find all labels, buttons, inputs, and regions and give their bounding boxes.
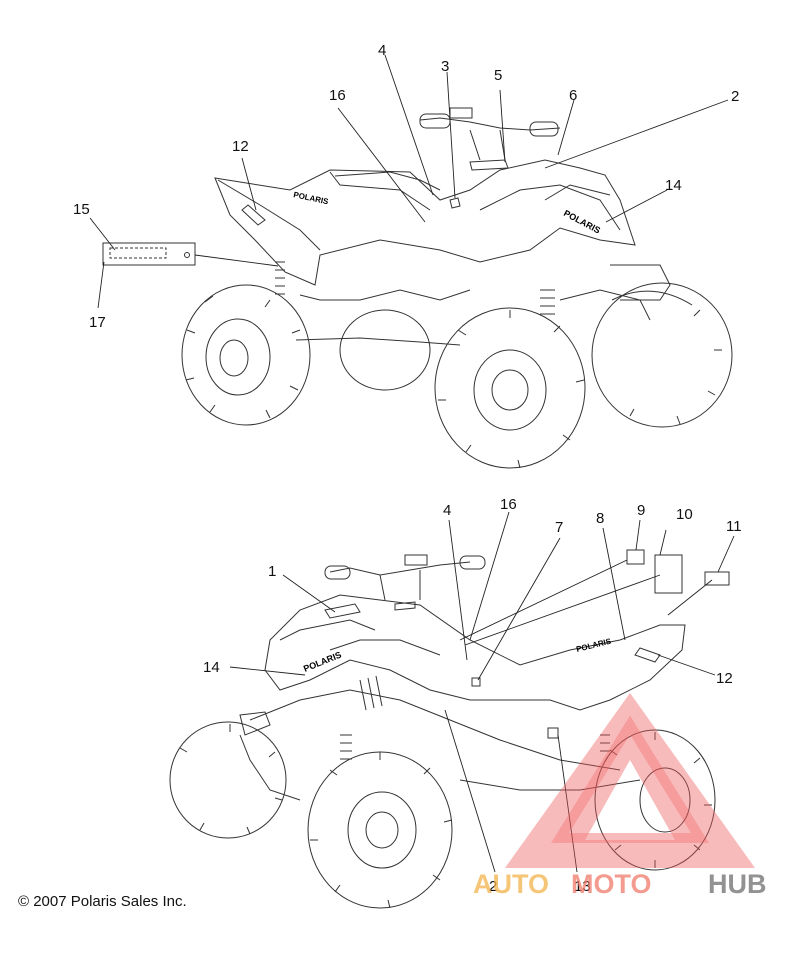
callout-4-bottom: 4 <box>443 502 451 519</box>
callout-5: 5 <box>494 67 502 84</box>
callout-4-top: 4 <box>378 42 386 59</box>
callout-11: 11 <box>726 518 742 535</box>
callout-17: 17 <box>89 314 106 331</box>
atv-top-view: POLARIS POLARIS <box>181 107 733 469</box>
callouts-top: 4 3 5 6 2 16 12 14 15 17 <box>73 42 739 331</box>
callout-13: 13 <box>574 878 591 895</box>
front-right-wheel <box>591 282 733 428</box>
bottom-front-right-wheel <box>169 721 287 839</box>
callout-16-top: 16 <box>329 87 346 104</box>
polaris-decal-bottom-front: POLARIS <box>302 650 343 674</box>
callout-2-bottom: 2 <box>489 878 497 895</box>
callout-14-top: 14 <box>665 177 682 194</box>
callout-1: 1 <box>268 563 276 580</box>
atv-bottom-body <box>239 554 686 801</box>
atv-top-body <box>214 107 671 346</box>
callout-7: 7 <box>555 519 563 536</box>
polaris-decal-rear: POLARIS <box>293 190 330 206</box>
decal-11 <box>704 571 730 586</box>
callout-6: 6 <box>569 87 577 104</box>
watermark-hub: HUB <box>708 869 767 899</box>
callout-12-top: 12 <box>232 138 249 155</box>
callout-16-bottom: 16 <box>500 496 517 513</box>
decal-10 <box>654 554 683 594</box>
watermark-logo: AUTO MOTO HUB <box>473 693 767 899</box>
copyright-text: © 2007 Polaris Sales Inc. <box>18 893 187 910</box>
callout-3: 3 <box>441 58 449 75</box>
callouts-bottom: 4 16 7 8 9 10 11 1 14 12 2 13 <box>203 496 742 895</box>
callout-15: 15 <box>73 201 90 218</box>
callout-9: 9 <box>637 502 645 519</box>
polaris-decal-bottom-rear: POLARIS <box>575 636 612 653</box>
rear-left-wheel <box>181 284 311 426</box>
watermark-moto: MOTO <box>571 869 652 899</box>
polaris-decal-front: POLARIS <box>562 208 602 236</box>
watermark-auto: AUTO <box>473 869 549 899</box>
callout-14-bottom: 14 <box>203 659 220 676</box>
bottom-front-left-wheel <box>307 751 453 909</box>
callout-10: 10 <box>676 506 693 523</box>
callout-8: 8 <box>596 510 604 527</box>
callout-2-top: 2 <box>731 88 739 105</box>
front-left-wheel <box>434 307 586 469</box>
bottom-rear-left-wheel <box>594 729 716 871</box>
callout-12-bottom: 12 <box>716 670 733 687</box>
decal-sheet-15 <box>102 242 196 266</box>
decal-9 <box>626 549 645 565</box>
